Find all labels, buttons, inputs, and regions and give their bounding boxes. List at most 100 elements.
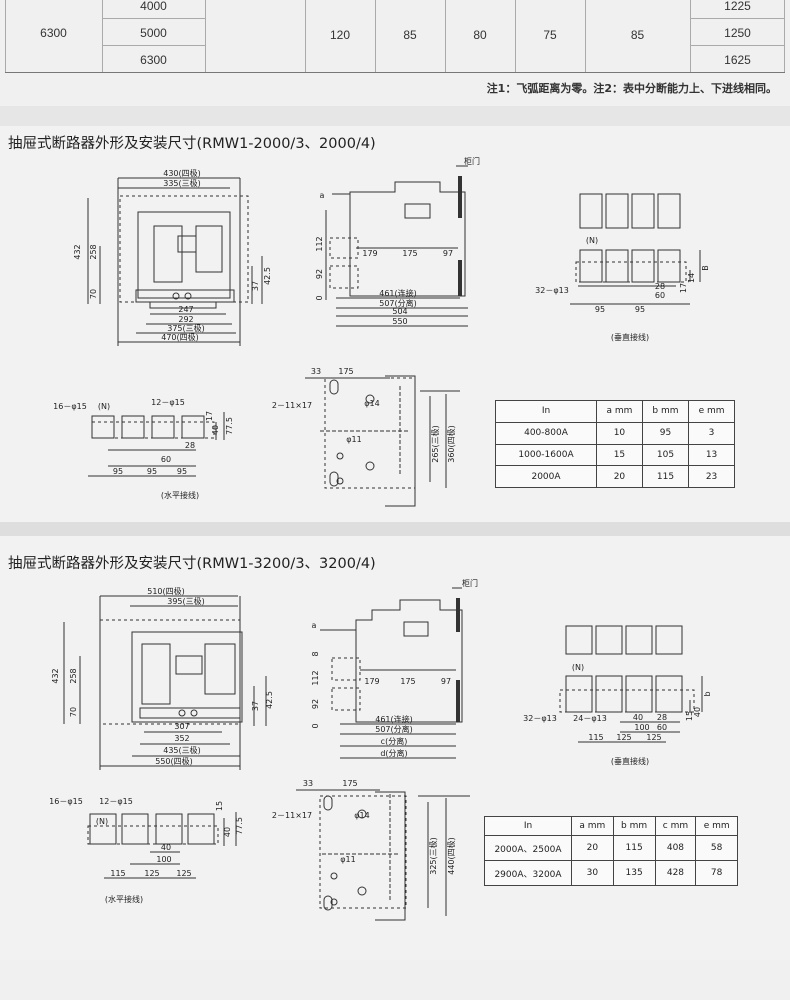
dim-label: 70 — [89, 289, 98, 299]
dim-label: 42.5 — [263, 267, 272, 285]
table-cell: 428 — [654, 860, 697, 886]
dim-label: 461(连接) — [375, 714, 413, 724]
section-divider — [0, 522, 790, 536]
dim-label: 95 — [177, 467, 187, 476]
dim-label: 504 — [392, 307, 407, 316]
dim-label: 175 — [402, 249, 417, 258]
dim-label: 179 — [362, 249, 377, 258]
table-cell: 115 — [641, 465, 690, 488]
dim-label: 97 — [443, 249, 453, 258]
dim-label: 97 — [441, 677, 451, 686]
dim-label: (N) — [586, 236, 598, 245]
table-header: In — [495, 400, 597, 423]
table-row: 1000-1600A 15 105 13 — [495, 443, 735, 467]
sub-value: 6300 — [140, 53, 167, 67]
dim-label: 95 — [595, 305, 605, 314]
dim-label: 258 — [89, 244, 98, 259]
dim-label: 352 — [174, 734, 189, 743]
table-cell: 10 — [596, 421, 643, 445]
dim-label: 507(分离) — [379, 298, 417, 308]
table-cell: 20 — [571, 835, 614, 862]
dim-label: 125 — [646, 733, 661, 742]
table-cell: 115 — [612, 835, 656, 862]
dim-label: 510(四极) — [147, 586, 185, 596]
dim-label: 95 — [113, 467, 123, 476]
distance-value: 75 — [543, 28, 557, 42]
dim-label: 0 — [311, 723, 320, 728]
dim-label: 40 — [693, 707, 702, 717]
table-row: 2900A、3200A 30 135 428 78 — [484, 860, 738, 886]
dim-label: 24－φ13 — [573, 714, 607, 723]
spec-table-2000: In a mm b mm e mm 400-800A 10 95 3 1000-… — [495, 400, 735, 488]
section-title: 抽屉式断路器外形及安装尺寸(RMW1-3200/3、3200/4) — [8, 556, 376, 572]
dim-label: φ14 — [364, 399, 379, 408]
table-header: a mm — [571, 815, 614, 837]
dim-label: 70 — [69, 707, 78, 717]
dim-label: 507(分离) — [375, 724, 413, 734]
dim-label: 175 — [338, 367, 353, 376]
dim-label: 125 — [616, 733, 631, 742]
dim-label: 470(四极) — [161, 332, 199, 342]
dim-label: 92 — [315, 269, 324, 279]
dim-label: 8 — [311, 651, 320, 656]
dim-label: 32－φ13 — [535, 286, 569, 295]
dim-label: 92 — [311, 699, 320, 709]
distance-value: 85 — [630, 28, 645, 42]
section-gap — [0, 106, 790, 126]
table-cell: 2900A、3200A — [484, 860, 572, 886]
dim-label: 175 — [342, 779, 357, 788]
table-header: c mm — [654, 815, 697, 837]
dim-label: 40 — [633, 713, 643, 722]
dim-label: 432 — [73, 244, 82, 259]
front-window — [153, 225, 183, 283]
dim-label: 17 — [679, 283, 688, 293]
dim-label: c(分离) — [381, 736, 408, 746]
section-rmw1-2000: 抽屉式断路器外形及安装尺寸(RMW1-2000/3、2000/4) — [0, 126, 790, 522]
dim-label: 100 — [156, 855, 171, 864]
capacity-value: 1225 — [724, 0, 751, 13]
dim-label: 28 — [185, 441, 195, 450]
dim-label: 2－11×17 — [272, 811, 312, 820]
table-row: 400-800A 10 95 3 — [495, 421, 735, 445]
sub-value: 5000 — [140, 26, 167, 40]
dim-label: 16－φ15 — [49, 797, 83, 806]
dim-label: 14 — [687, 273, 696, 283]
caption: (垂直接线) — [611, 332, 649, 342]
current-value: 6300 — [40, 26, 67, 40]
table-cell: 3 — [688, 421, 735, 445]
dim-label: 28 — [655, 282, 665, 291]
dim-label: 375(三极) — [167, 323, 205, 333]
dim-label: 265(三极) — [430, 425, 440, 463]
dim-label: 40 — [223, 827, 232, 837]
table-cell: 23 — [688, 465, 735, 488]
table-cell: 13 — [688, 443, 735, 467]
dim-label: 179 — [364, 677, 379, 686]
dim-label: 550(四极) — [155, 756, 193, 766]
dim-label: 325(三极) — [428, 837, 438, 875]
dim-label: 247 — [178, 305, 193, 314]
distance-value: 85 — [403, 28, 417, 42]
dim-label: 16－φ15 — [53, 402, 87, 411]
caption: (垂直接线) — [611, 756, 649, 766]
dim-label: 37 — [251, 281, 260, 291]
top-spec-table: 6300 4000 5000 6300 120 85 80 75 85 1225… — [5, 0, 785, 104]
table-row: 2000A、2500A 20 115 408 58 — [484, 835, 738, 862]
dim-label: 0 — [315, 295, 324, 300]
table-header: e mm — [688, 400, 735, 423]
dim-label: 32－φ13 — [523, 714, 557, 723]
table-cell: 135 — [612, 860, 656, 886]
sub-value: 4000 — [140, 0, 167, 13]
table-header: a mm — [596, 400, 643, 423]
section-title: 抽屉式断路器外形及安装尺寸(RMW1-2000/3、2000/4) — [8, 136, 376, 152]
dim-label: 95 — [635, 305, 645, 314]
dim-label: (N) — [96, 817, 108, 826]
dim-label: 42.5 — [265, 691, 274, 709]
front-dashed-frame — [119, 195, 249, 303]
dim-label: 395(三极) — [167, 596, 205, 606]
dim-label: b — [703, 691, 712, 696]
table-header: In — [484, 815, 572, 837]
dim-label: 17 — [205, 411, 214, 421]
dim-label: φ11 — [346, 435, 361, 444]
top-table-grid: 6300 4000 5000 6300 120 85 80 75 85 1225… — [5, 0, 785, 73]
dim-label: 柜门 — [462, 578, 478, 588]
